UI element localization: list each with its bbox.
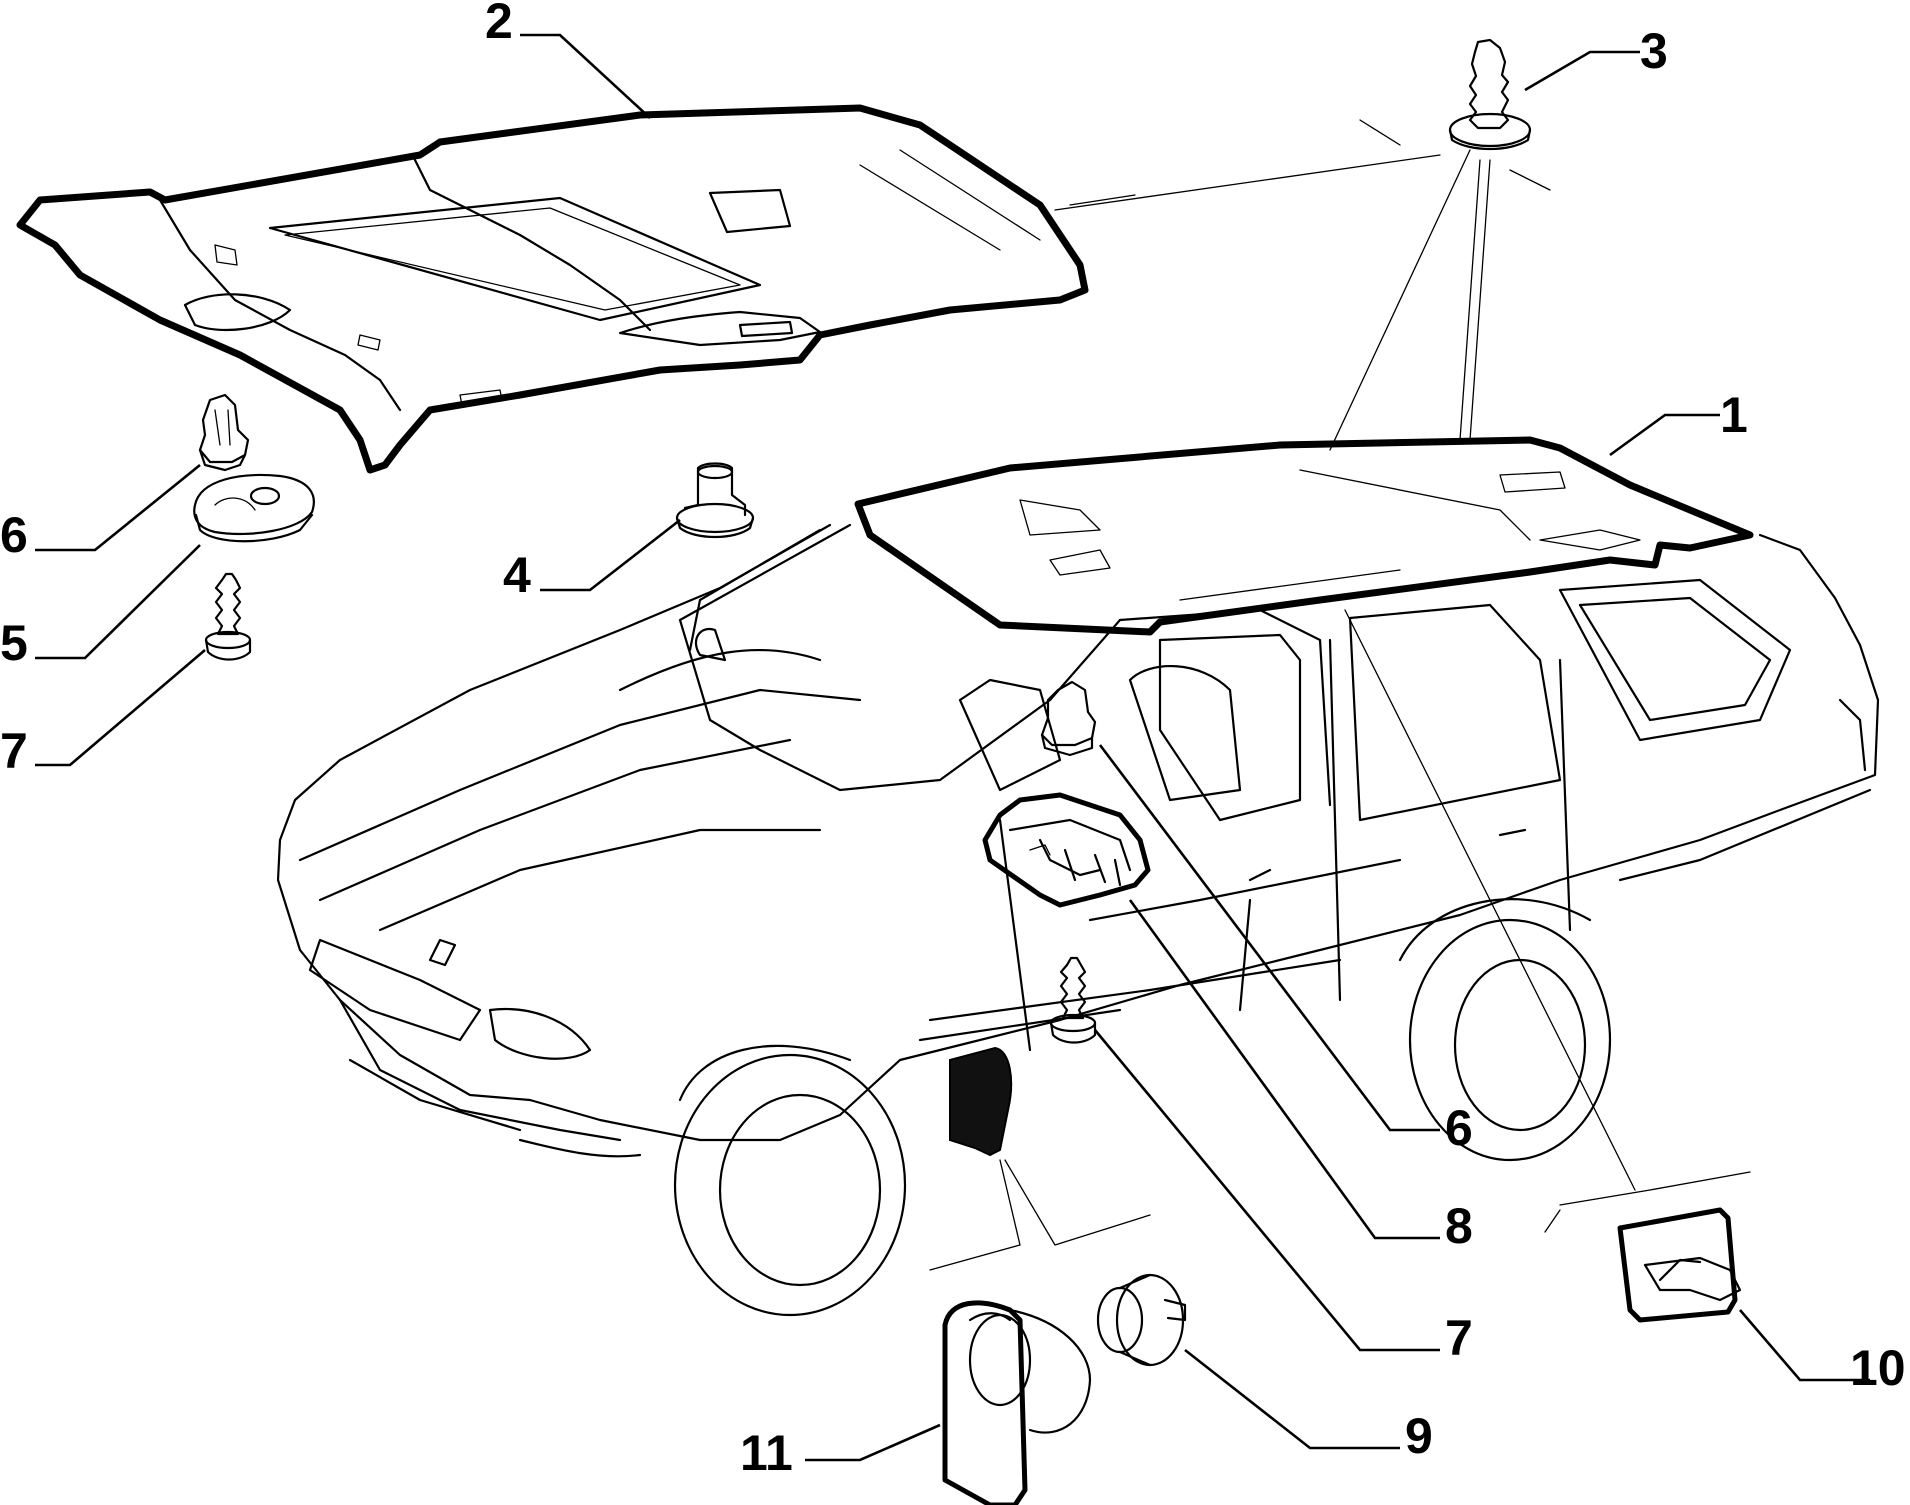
ring-grommet-part-9 bbox=[1096, 1273, 1187, 1367]
callout-11: 11 bbox=[740, 1425, 793, 1481]
threaded-plug-part-7-middle bbox=[1049, 956, 1097, 1044]
callout-7-middle: 7 bbox=[1445, 1310, 1473, 1366]
push-clip-part-3 bbox=[1448, 38, 1532, 151]
rear-bracket-plate-part-10 bbox=[1617, 1207, 1742, 1323]
duct-gasket-part-11 bbox=[942, 1300, 1092, 1505]
callout-7-left: 7 bbox=[0, 723, 28, 779]
callout-4: 4 bbox=[503, 547, 531, 603]
leader-lines bbox=[35, 33, 1870, 1462]
callout-6-middle: 6 bbox=[1445, 1100, 1473, 1156]
headliner-installed-part-1 bbox=[854, 436, 1754, 636]
callout-8: 8 bbox=[1445, 1198, 1473, 1254]
callout-5: 5 bbox=[0, 615, 28, 671]
oval-bracket-part-5 bbox=[193, 473, 315, 543]
plastic-fastener-part-6-middle bbox=[1040, 680, 1097, 757]
trim-support-block-part-8 bbox=[982, 792, 1151, 908]
callout-1: 1 bbox=[1720, 387, 1748, 443]
car-outline bbox=[276, 523, 1880, 1317]
callout-9: 9 bbox=[1405, 1408, 1433, 1464]
callout-3: 3 bbox=[1640, 23, 1668, 79]
callout-2: 2 bbox=[485, 0, 513, 49]
duct-opening-on-car bbox=[949, 1046, 1013, 1157]
callout-10: 10 bbox=[1850, 1340, 1906, 1396]
callout-6-left: 6 bbox=[0, 507, 28, 563]
headliner-panel-part-2 bbox=[16, 104, 1089, 474]
round-button-clip-part-4 bbox=[675, 462, 755, 538]
threaded-plug-part-7-left bbox=[204, 572, 252, 661]
plastic-fastener-part-6-left bbox=[198, 393, 250, 472]
